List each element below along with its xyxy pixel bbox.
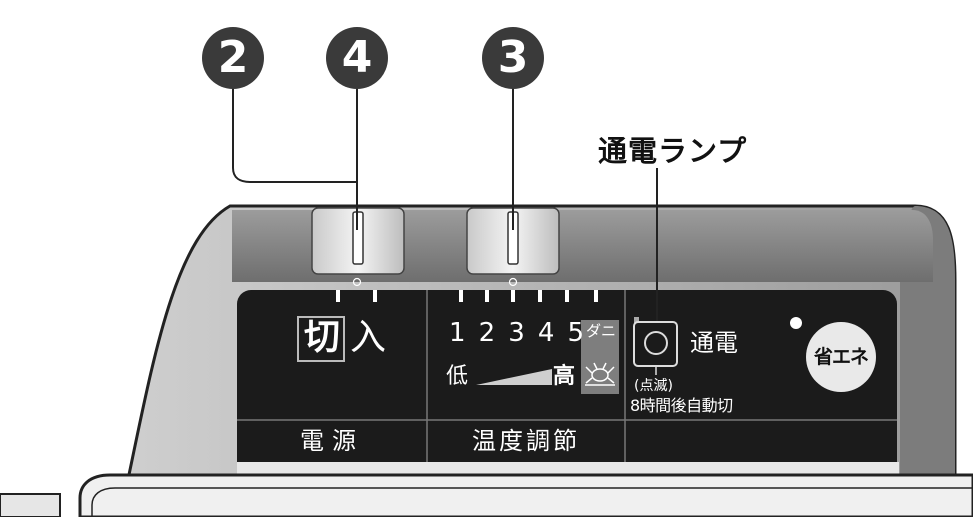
eco-indicator-dot (790, 317, 802, 329)
temperature-level-5: 5 (567, 318, 584, 348)
mite-icon (585, 362, 615, 386)
temperature-levels: 1 2 3 4 5 (449, 318, 584, 348)
power-lamp-label: 通電 (690, 329, 738, 357)
temperature-low-label: 低 (446, 364, 469, 389)
callout-badge-4: 4 (326, 27, 388, 89)
temperature-level-3: 3 (508, 318, 525, 348)
callout-badge-2: 2 (202, 27, 264, 89)
temperature-section-label: 温度調節 (472, 427, 580, 455)
auto-off-note: 8時間後自動切 (630, 396, 733, 415)
lamp-blink-note: (点滅) (634, 378, 673, 394)
off-indicator-box (297, 316, 345, 362)
mite-mode-label: ダニ (585, 322, 616, 340)
device-right-edge (900, 206, 955, 517)
foreground-cover (78, 473, 973, 517)
temperature-ramp (476, 369, 552, 385)
power-lamp-frame (633, 321, 678, 367)
power-section-label: 電源 (300, 427, 364, 455)
control-panel (237, 290, 897, 462)
power-on-label: 入 (350, 317, 387, 358)
temperature-level-1: 1 (449, 318, 466, 348)
temperature-level-4: 4 (537, 318, 555, 348)
eco-button[interactable]: 省エネ (806, 322, 876, 392)
switch-housing (232, 210, 933, 282)
power-lamp (644, 331, 668, 355)
callout-line-2 (232, 88, 358, 230)
power-lamp-title: 通電ランプ (598, 134, 748, 168)
temperature-high-label: 高 (553, 364, 576, 389)
power-off-label: 切 (303, 317, 340, 358)
callout-badge-3: 3 (482, 27, 544, 89)
temperature-level-2: 2 (478, 318, 496, 348)
